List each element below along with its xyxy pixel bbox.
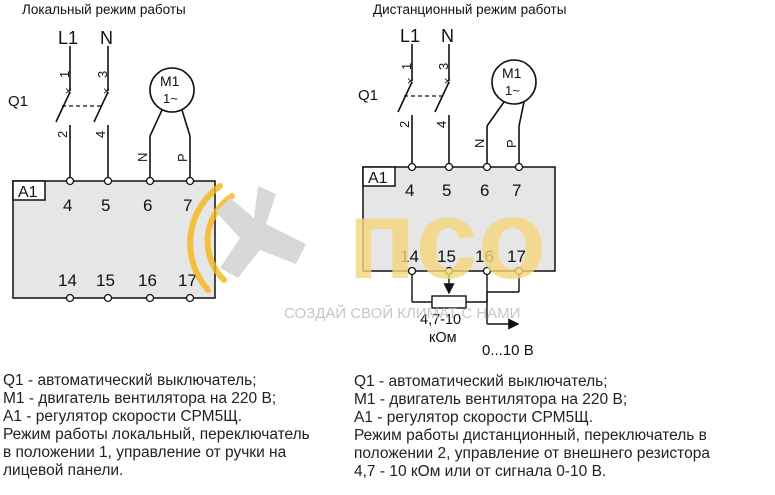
fan-logo-icon [187, 183, 306, 293]
terminals-bottom-right: 14 15 16 17 [400, 247, 526, 276]
q1-label-right: Q1 [358, 87, 378, 104]
external-resistor: 4,7-10 кОм [411, 275, 488, 346]
svg-text:14: 14 [58, 271, 77, 290]
svg-text:17: 17 [507, 247, 526, 266]
local-mode-diagram: A1 × × M1 1~ L1 N Q1 1 3 2 4 N P [8, 28, 216, 303]
terminals-bottom-left: 14 15 16 17 [58, 271, 197, 303]
l1-label-left: L1 [58, 28, 78, 48]
svg-text:16: 16 [475, 247, 494, 266]
svg-text:×: × [444, 74, 451, 88]
svg-text:6: 6 [480, 181, 489, 200]
wire-1-right: 1 [399, 63, 414, 70]
a1-label-box-right [362, 166, 396, 187]
description-line: положении 2, управление от внешнего рези… [354, 445, 710, 462]
svg-text:5: 5 [101, 196, 110, 215]
motor-n-left: N [135, 153, 150, 162]
l1-label-right: L1 [400, 26, 420, 46]
wire-4-right: 4 [434, 121, 449, 128]
svg-text:7: 7 [512, 181, 521, 200]
motor-sub-right: 1~ [505, 83, 520, 98]
terminals-top-left: 4 5 6 7 [63, 176, 195, 215]
description-line: М1 - двигатель вентилятора на 220 В; [3, 390, 277, 407]
terminals-top-right: 4 5 6 7 [405, 162, 524, 200]
svg-text:15: 15 [96, 271, 115, 290]
a1-label-left: A1 [18, 184, 38, 201]
analog-signal-input: 0...10 В [482, 275, 534, 359]
a1-label-right: A1 [368, 170, 388, 187]
local-mode-description: Q1 - автоматический выключатель; М1 - дв… [3, 372, 310, 480]
regulator-box-left [12, 180, 216, 299]
remote-mode-diagram: A1 × × M1 1~ L1 N Q1 1 3 2 4 N P 4 5 [358, 26, 556, 359]
remote-mode-title: Дистанционный режим работы [373, 2, 567, 17]
motor-label-left: M1 [160, 73, 180, 89]
motor-p-right: P [504, 139, 519, 148]
description-line: Режим работы локальный, переключатель [3, 426, 310, 443]
watermark-logo-text: псо [348, 177, 546, 302]
wire-4-left: 4 [93, 131, 108, 138]
svg-text:7: 7 [183, 196, 192, 215]
resistor-unit: кОм [429, 330, 457, 346]
wire-3-left: 3 [95, 71, 110, 78]
svg-text:×: × [407, 74, 414, 88]
q1-label-left: Q1 [8, 93, 28, 110]
signal-label: 0...10 В [482, 342, 534, 359]
n-label-left: N [100, 28, 113, 48]
svg-text:4: 4 [405, 181, 414, 200]
svg-text:15: 15 [437, 247, 456, 266]
motor-m1-right [491, 59, 537, 105]
svg-text:17: 17 [178, 271, 197, 290]
motor-label-right: M1 [502, 65, 522, 81]
description-line: Режим работы дистанционный, переключател… [354, 427, 707, 444]
description-line: в положении 1, управление от ручки на [3, 444, 287, 461]
description-line: лицевой панели. [3, 462, 124, 479]
svg-text:4: 4 [63, 196, 72, 215]
description-line: А1 - регулятор скорости СРМ5Щ. [3, 408, 243, 425]
n-label-right: N [441, 26, 454, 46]
motor-sub-left: 1~ [163, 91, 178, 106]
svg-text:×: × [65, 84, 72, 98]
motor-n-right: N [472, 139, 487, 148]
motor-m1-left [149, 67, 195, 113]
wire-3-right: 3 [436, 63, 451, 70]
watermark-slogan: СОЗДАЙ СВОЙ КЛИМАТ С НАМИ [284, 304, 520, 322]
wire-1-left: 1 [57, 71, 72, 78]
description-line: 4,7 - 10 кОм или от сигнала 0-10 В. [354, 463, 607, 480]
description-line: Q1 - автоматический выключатель; [354, 373, 608, 390]
wire-2-right: 2 [397, 121, 412, 128]
svg-text:16: 16 [138, 271, 157, 290]
motor-p-left: P [175, 153, 190, 162]
description-line: М1 - двигатель вентилятора на 220 В; [354, 391, 628, 408]
resistor-value: 4,7-10 [420, 312, 461, 328]
svg-text:5: 5 [442, 181, 451, 200]
a1-label-box-left [12, 180, 46, 201]
local-mode-title: Локальный режим работы [22, 2, 186, 17]
svg-text:14: 14 [400, 247, 419, 266]
description-line: Q1 - автоматический выключатель; [3, 372, 257, 389]
company-watermark: псо СОЗДАЙ СВОЙ КЛИМАТ С НАМИ [187, 177, 546, 322]
remote-mode-description: Q1 - автоматический выключатель; М1 - дв… [354, 373, 710, 481]
svg-text:6: 6 [143, 196, 152, 215]
wire-2-left: 2 [55, 131, 70, 138]
svg-text:×: × [103, 84, 110, 98]
description-line: А1 - регулятор скорости СРМ5Щ. [354, 409, 594, 426]
